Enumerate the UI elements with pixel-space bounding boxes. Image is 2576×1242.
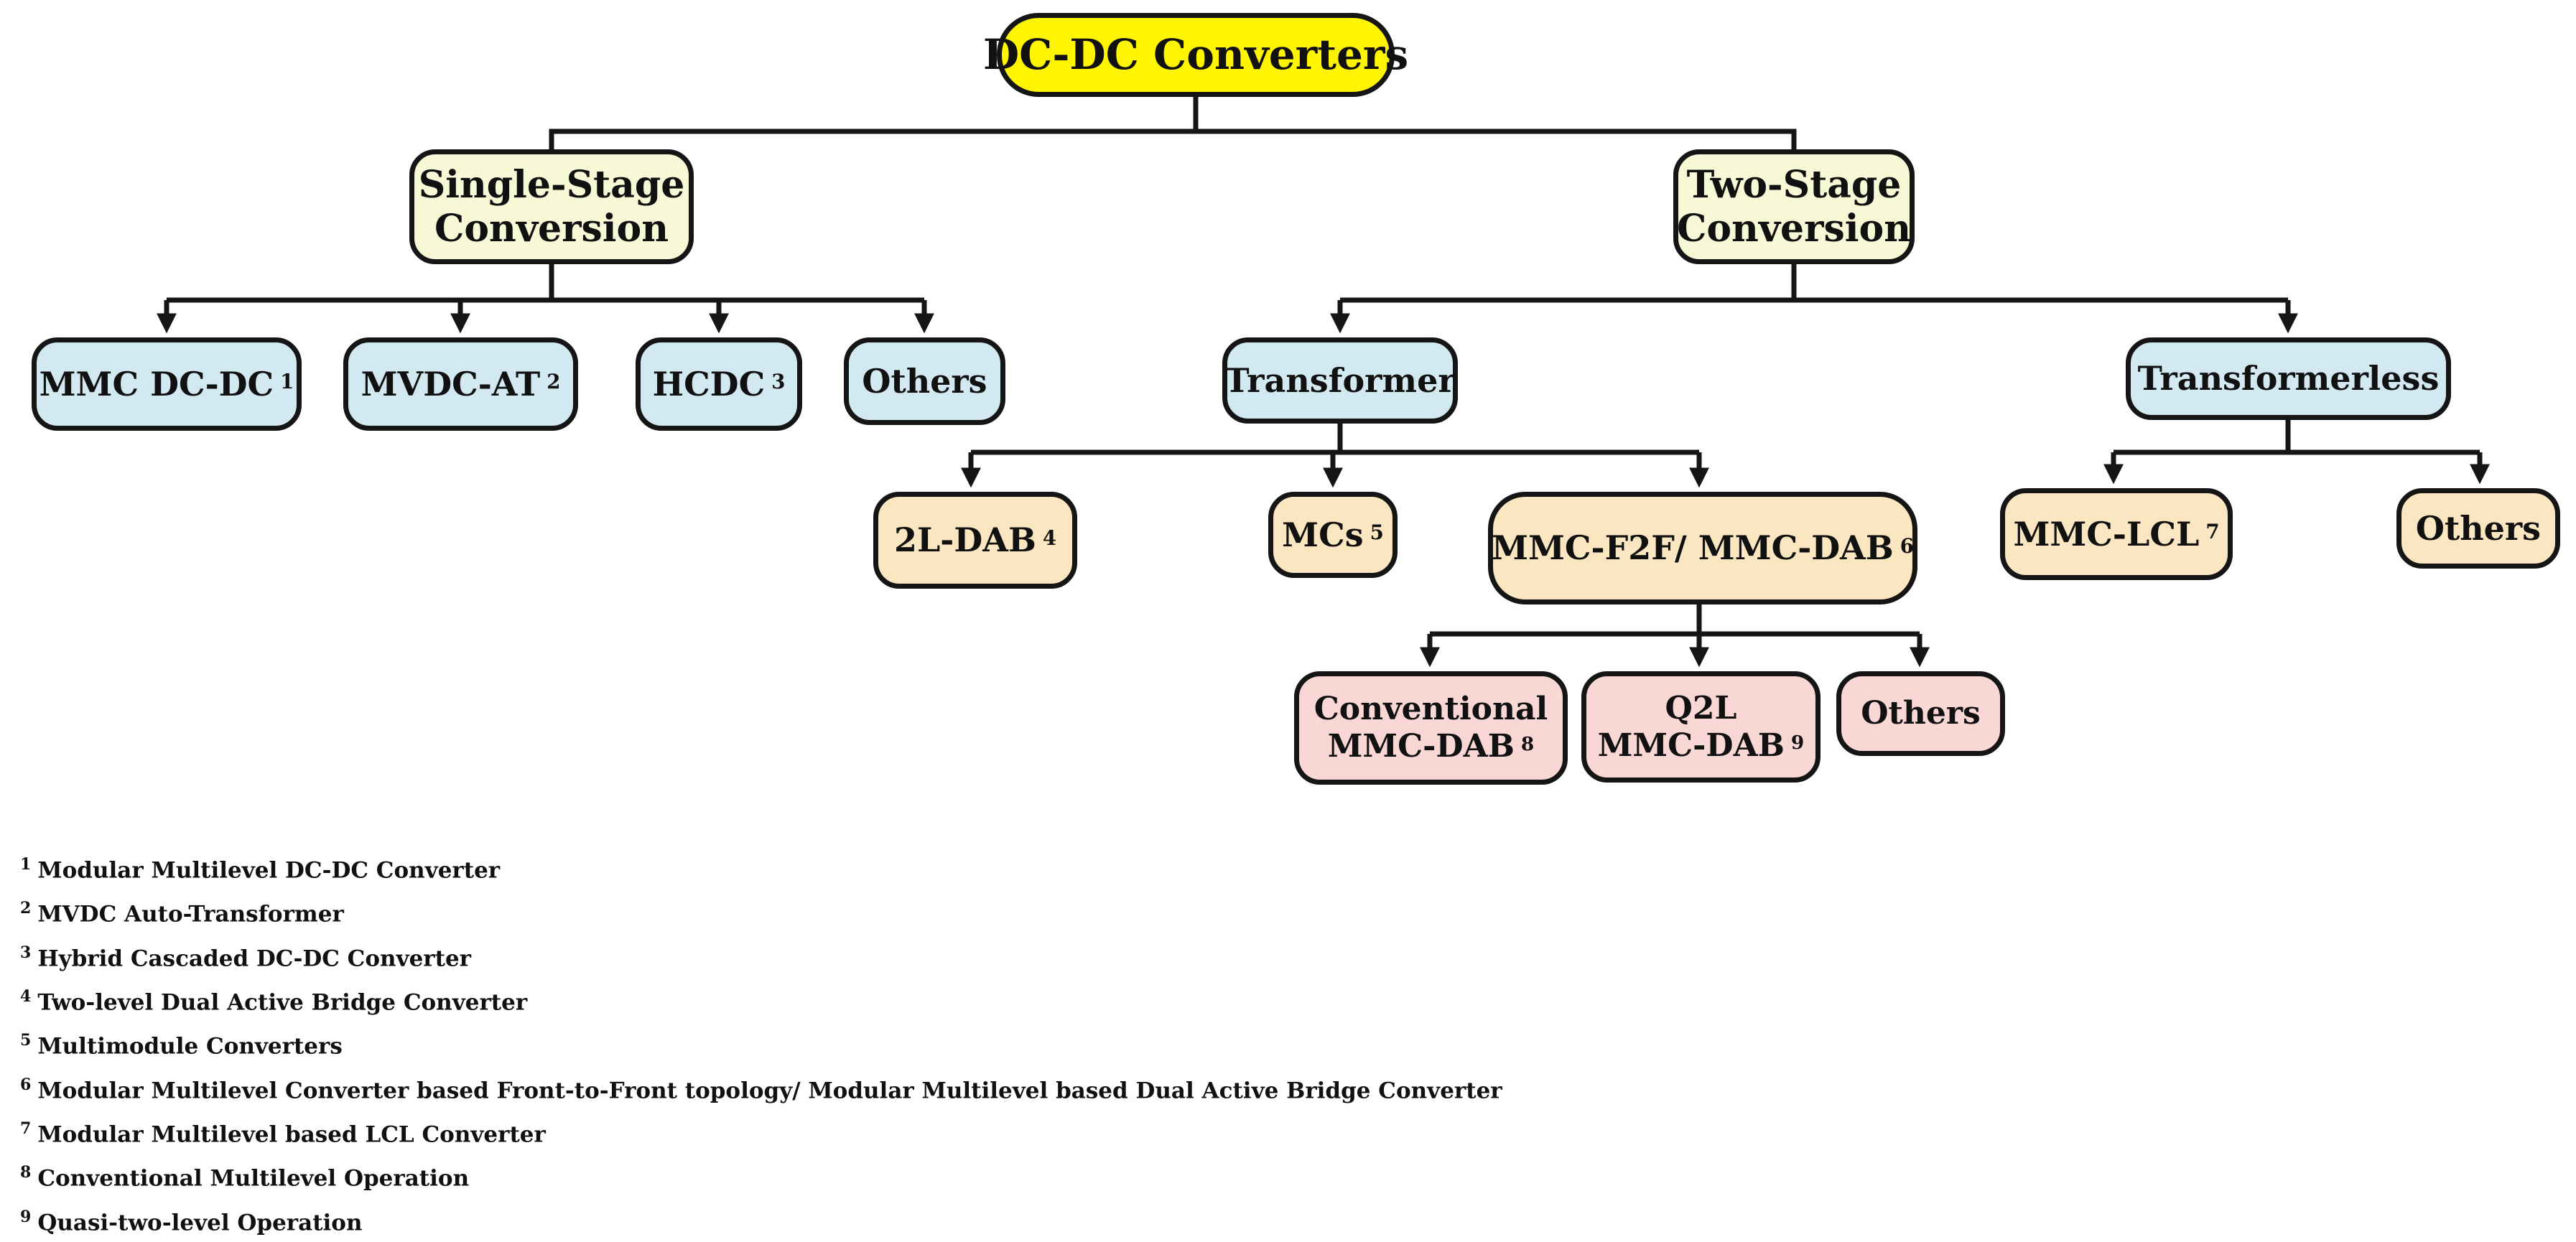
node-transformer-label: Transformer [1224, 360, 1456, 400]
node-two-stage-line1: Two-Stage [1686, 162, 1902, 207]
node-q2l-mmc-dab-line2: MMC-DAB [1597, 727, 1785, 764]
footnote-2-text: MVDC Auto-Transformer [37, 901, 344, 928]
node-mvdc-at-label: MVDC-AT [361, 364, 541, 403]
node-hcdc-label: HCDC [652, 364, 766, 403]
footnote-5: 5 Multimodule Converters [20, 1022, 1502, 1065]
footnote-3-num: 3 [20, 943, 32, 962]
footnote-2: 2 MVDC Auto-Transformer [20, 890, 1502, 933]
footnote-7-text: Modular Multilevel based LCL Converter [37, 1121, 546, 1148]
node-single-stage-conversion: Single-Stage Conversion [409, 149, 694, 264]
footnote-7: 7 Modular Multilevel based LCL Converter [20, 1110, 1502, 1154]
node-transformerless-label: Transformerless [2137, 359, 2440, 398]
node-conventional-mmc-dab-line1: Conventional [1313, 691, 1548, 728]
footnote-9-text: Quasi-two-level Operation [37, 1209, 363, 1236]
node-mcs-label: MCs [1282, 515, 1364, 554]
node-two-stage-conversion: Two-Stage Conversion [1673, 149, 1915, 264]
footnote-8-text: Conventional Multilevel Operation [37, 1165, 470, 1192]
footnote-3-text: Hybrid Cascaded DC-DC Converter [37, 945, 472, 971]
footnote-3: 3 Hybrid Cascaded DC-DC Converter [20, 934, 1502, 978]
node-others-transformerless-label: Others [2415, 508, 2542, 548]
node-others-single-stage-label: Others [862, 361, 987, 401]
node-conventional-mmc-dab-line2: MMC-DAB [1327, 728, 1515, 765]
node-transformer: Transformer [1222, 337, 1458, 424]
footnote-6-text: Modular Multilevel Converter based Front… [37, 1077, 1502, 1103]
node-dc-dc-converters-label: DC-DC Converters [982, 30, 1409, 80]
footnote-5-num: 5 [20, 1031, 32, 1050]
dc-dc-converter-classification-diagram: DC-DC Converters Single-Stage Conversion… [20, 13, 2560, 1236]
node-mmc-lcl-label: MMC-LCL [2013, 514, 2200, 554]
footnote-5-text: Multimodule Converters [37, 1033, 343, 1060]
node-others-mmc-f2f: Others [1836, 671, 2005, 756]
footnote-6-num: 6 [20, 1075, 32, 1094]
footnote-2-num: 2 [20, 899, 32, 918]
node-q2l-mmc-dab-line1: Q2L [1665, 689, 1737, 727]
footnote-9: 9 Quasi-two-level Operation [20, 1198, 1502, 1242]
connector-lines [157, 97, 2490, 668]
footnote-1-num: 1 [20, 855, 32, 874]
footnote-1-text: Modular Multilevel DC-DC Converter [37, 857, 501, 884]
footnote-legend: 1 Modular Multilevel DC-DC Converter 2 MVD… [20, 846, 1502, 1242]
footnote-4-text: Two-level Dual Active Bridge Converter [37, 989, 528, 1016]
node-dc-dc-converters: DC-DC Converters [983, 13, 1408, 97]
footnote-9-num: 9 [20, 1207, 32, 1226]
node-single-stage-line2: Conversion [434, 207, 669, 251]
node-others-single-stage: Others [844, 337, 1005, 425]
connector-root-tee [549, 129, 1797, 149]
footnote-7-num: 7 [20, 1119, 32, 1138]
node-mmc-dc-dc-label: MMC DC-DC [39, 364, 274, 403]
footnote-1: 1 Modular Multilevel DC-DC Converter [20, 846, 1502, 890]
footnote-8-num: 8 [20, 1163, 32, 1182]
node-mmc-f2f-mmc-dab-label: MMC-F2F/ MMC-DAB [1492, 528, 1894, 568]
node-two-stage-line2: Conversion [1676, 207, 1912, 251]
footnote-6: 6 Modular Multilevel Converter based Fron… [20, 1066, 1502, 1110]
footnote-4-num: 4 [20, 986, 32, 1006]
node-others-mmc-f2f-label: Others [1861, 695, 1981, 732]
node-single-stage-line1: Single-Stage [418, 162, 685, 207]
node-others-transformerless: Others [2396, 488, 2560, 569]
node-transformerless: Transformerless [2126, 337, 2451, 420]
footnote-8: 8 Conventional Multilevel Operation [20, 1154, 1502, 1197]
node-2l-dab-label: 2L-DAB [893, 520, 1036, 560]
